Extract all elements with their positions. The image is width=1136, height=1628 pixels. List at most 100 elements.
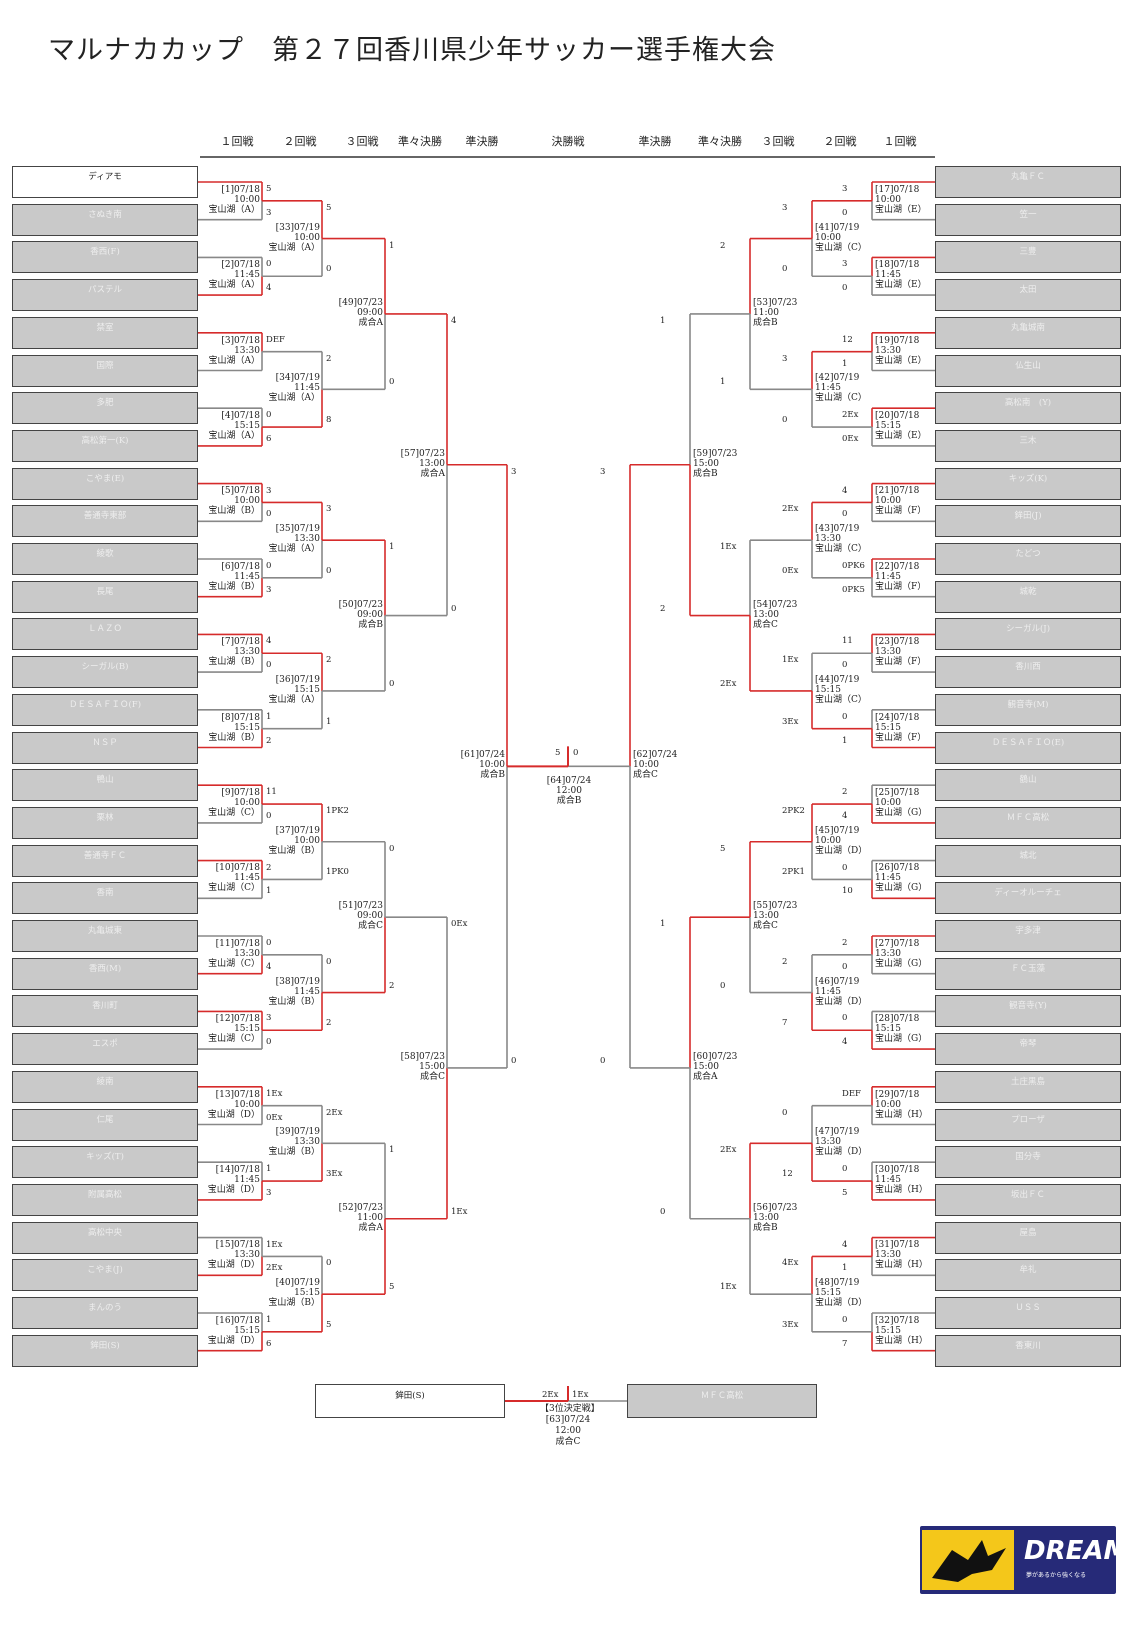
team-left-24: エスポ (12, 1033, 198, 1066)
r3_left-2-score-1: 1 (389, 542, 395, 553)
r1_left-match-7-label: [7]07/18 13:30 宝山湖（B） (208, 637, 260, 668)
r2_left-match-2-label: [34]07/19 11:45 宝山湖（A） (268, 373, 321, 404)
r1_left-match-2-label: [2]07/18 11:45 宝山湖（A） (208, 260, 261, 291)
r1_left-7-score-2: 0 (266, 660, 272, 671)
qf_left-1-score-1: 4 (451, 315, 457, 326)
r1_right-3-score-2: 1 (842, 358, 848, 369)
r2_right-3-score-1: 2Ex (782, 504, 799, 515)
team-left-9: こやま(E) (12, 467, 198, 500)
team-left-4: パステル (12, 279, 198, 312)
r1_left-5-score-1: 3 (266, 485, 272, 496)
team-right-26: プローザ (935, 1108, 1121, 1141)
r2_left-4-score-1: 2 (326, 655, 332, 666)
r2_right-3-score-2: 0Ex (782, 565, 799, 576)
r1_left-match-5-label: [5]07/18 10:00 宝山湖（B） (208, 486, 260, 517)
sf_left_arr-1-score-1: 3 (511, 466, 517, 477)
r1_left-10-score-1: 2 (266, 862, 272, 873)
third-place-score-left: 2Ex (542, 1390, 559, 1400)
r2_right-7-score-1: 0 (782, 1107, 788, 1118)
r1_right-8-score-1: 0 (842, 711, 848, 722)
sf_right_arr-1-score-1: 3 (600, 466, 606, 477)
r1_left-match-16-label: [16]07/18 15:15 宝山湖（D） (207, 1315, 260, 1346)
sf_left_arr-match-1-label: [61]07/24 10:00 成合B (460, 750, 505, 781)
r3_left-4-score-2: 5 (389, 1282, 395, 1293)
team-left-15: ＤＥＳＡＦＩＯ(F) (12, 693, 198, 726)
r3_right-1-score-1: 2 (720, 240, 726, 251)
r1_left-15-score-2: 2Ex (266, 1263, 283, 1274)
sf_right_arr-match-1-label: [62]07/24 10:00 成合C (633, 750, 678, 781)
team-left-14: シーガル(B) (12, 656, 198, 689)
r3_right-match-4-label: [56]07/23 13:00 成合B (753, 1202, 798, 1233)
r2_right-4-score-1: 1Ex (782, 655, 799, 666)
r2_left-5-score-1: 1PK2 (326, 806, 349, 817)
team-right-16: ＤＥＳＡＦＩＯ(E) (935, 731, 1121, 764)
round-header-left-1: １回戦 (220, 135, 254, 148)
r1_left-4-score-2: 6 (266, 433, 272, 444)
r1_right-3-score-1: 12 (842, 334, 853, 345)
r2_right-6-score-1: 2 (782, 956, 788, 967)
team-right-10: 鉾田(J) (935, 505, 1121, 538)
r1_left-6-score-1: 0 (266, 561, 272, 571)
r1_right-9-score-1: 2 (842, 787, 848, 798)
team-right-24: 帝琴 (935, 1033, 1121, 1066)
team-left-31: まんのう (12, 1297, 198, 1329)
r2_left-1-score-2: 0 (326, 264, 332, 275)
team-right-9: キッズ(K) (935, 467, 1121, 500)
r2_left-7-score-2: 3Ex (326, 1169, 343, 1180)
r3_left-3-score-1: 0 (389, 843, 395, 854)
r1_left-12-score-2: 0 (266, 1037, 272, 1048)
r1_left-14-score-2: 3 (266, 1187, 272, 1198)
r1_right-4-score-1: 2Ex (842, 410, 859, 421)
r2_left-match-3-label: [35]07/19 13:30 宝山湖（A） (268, 524, 321, 555)
r1_right-11-score-1: 2 (842, 938, 848, 948)
logo-tagline: 夢があるから強くなる (1026, 1572, 1087, 1579)
r2_right-1-score-1: 3 (782, 202, 788, 213)
r3_right-3-score-1: 5 (720, 843, 726, 854)
r2_left-7-score-1: 2Ex (326, 1107, 343, 1118)
r3_right-2-score-2: 2Ex (720, 678, 737, 689)
r1_right-10-score-2: 10 (842, 886, 853, 897)
r1_right-match-15-label: [31]07/18 13:30 宝山湖（H） (875, 1240, 928, 1271)
r2_left-match-4-label: [36]07/19 15:15 宝山湖（A） (268, 674, 321, 705)
r2_right-match-1-label: [41]07/19 10:00 宝山湖（C） (815, 222, 867, 253)
team-left-25: 綾南 (12, 1070, 198, 1103)
qf_left-match-1-label: [57]07/23 13:00 成合A (400, 448, 445, 479)
dream-logo: DREAM 夢があるから強くなる (920, 1526, 1116, 1594)
r2_right-8-score-2: 3Ex (782, 1319, 799, 1330)
r1_left-2-score-1: 0 (266, 259, 272, 270)
r1_right-match-7-label: [23]07/18 13:30 宝山湖（F） (875, 637, 927, 668)
round-header-left-2: ２回戦 (283, 135, 317, 148)
r1_right-4-score-2: 0Ex (842, 433, 859, 444)
team-right-22: ＦＣ玉藻 (935, 957, 1121, 990)
team-right-13: シーガル(J) (935, 618, 1121, 651)
qf_right-1-score-2: 2 (660, 603, 666, 614)
r2_right-2-score-1: 3 (782, 353, 788, 364)
r3_left-1-score-2: 0 (389, 377, 395, 388)
r3_right-match-1-label: [53]07/23 11:00 成合B (753, 297, 798, 328)
r1_right-match-6-label: [22]07/18 11:45 宝山湖（F） (875, 561, 927, 592)
r3_right-1-score-2: 1 (720, 377, 726, 388)
team-right-31: ＵＳＳ (935, 1297, 1121, 1329)
r1_right-12-score-1: 0 (842, 1013, 848, 1024)
team-left-8: 高松第一(K) (12, 429, 198, 462)
r2_right-4-score-2: 3Ex (782, 716, 799, 727)
team-right-30: 牟礼 (935, 1259, 1121, 1292)
round-header-right-1: 準決勝 (638, 135, 672, 148)
r1_right-match-12-label: [28]07/18 15:15 宝山湖（G） (875, 1014, 928, 1045)
r1_right-match-14-label: [30]07/18 11:45 宝山湖（H） (875, 1165, 928, 1196)
r1_right-6-score-2: 0PK5 (842, 584, 865, 595)
round-header-right-2: 準々決勝 (698, 135, 742, 148)
third-place-team-right: ＭＦＣ高松 (627, 1384, 817, 1418)
r1_right-match-9-label: [25]07/18 10:00 宝山湖（G） (875, 788, 928, 819)
team-left-32: 鉾田(S) (12, 1334, 198, 1367)
team-right-15: 観音寺(M) (935, 693, 1121, 726)
qf_right-2-score-2: 0 (660, 1206, 666, 1217)
r1_left-9-score-1: 11 (266, 787, 277, 798)
r2_left-2-score-1: 2 (326, 353, 332, 364)
r1_right-match-16-label: [32]07/18 15:15 宝山湖（H） (875, 1315, 928, 1346)
r1_right-16-score-2: 7 (842, 1338, 848, 1349)
team-right-5: 丸亀城南 (935, 316, 1121, 349)
r1_left-10-score-2: 1 (266, 886, 272, 897)
r1_right-15-score-2: 1 (842, 1263, 848, 1274)
team-right-17: 鶴山 (935, 769, 1121, 802)
